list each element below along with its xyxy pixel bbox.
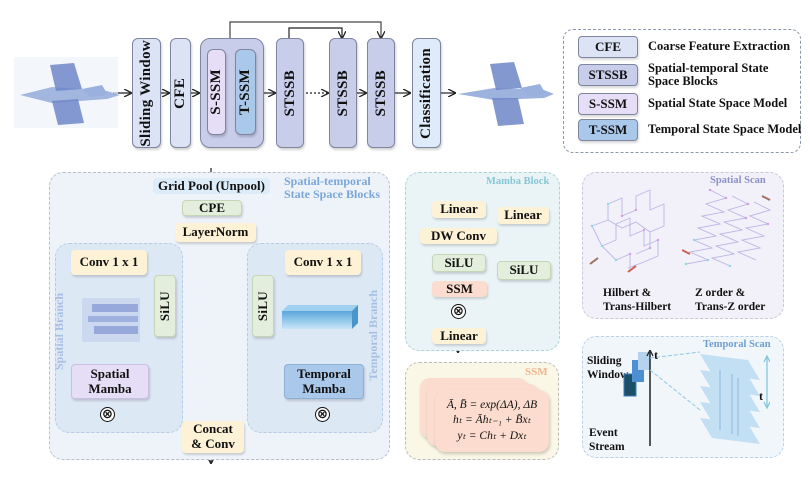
stssb-block-2[interactable]: STSSB (329, 38, 357, 148)
spatial-mamba-line1: Spatial (90, 365, 130, 381)
classification-block[interactable]: Classification (412, 38, 441, 148)
legend-label-stssb: Spatial-temporal State Space Blocks (648, 61, 769, 89)
spatial-silu-label: SiLU (156, 290, 172, 322)
legend-item-cfe: CFE Coarse Feature Extraction (578, 36, 790, 58)
legend-label-t-ssm: Temporal State Space Model (648, 122, 802, 137)
stssb-block-3[interactable]: STSSB (367, 38, 395, 148)
stssb-detail-title: Spatial-temporal State Space Blocks (284, 174, 380, 202)
hilbert-caption: Hilbert & Trans-Hilbert (603, 287, 671, 315)
mamba-silu-left-box[interactable]: SiLU (432, 254, 486, 272)
hilbert-curve-icon (589, 189, 665, 273)
legend-key-cfe: CFE (578, 36, 638, 58)
spatial-mamba-box[interactable]: Spatial Mamba (71, 364, 149, 399)
z-order-caption-line2: Trans-Z order (695, 300, 766, 313)
t-depth-label: t (759, 389, 763, 403)
stssb-3-label: STSSB (372, 69, 389, 117)
output-point-cloud-image (458, 62, 554, 126)
sliding-window-caption-line2: Window (587, 368, 629, 381)
z-order-caption: Z order & Trans-Z order (695, 287, 765, 315)
sliding-window-caption: Sliding Window (587, 355, 628, 383)
temporal-mamba-line2: Mamba (302, 380, 346, 396)
legend-label-s-ssm: Spatial State Space Model (648, 96, 788, 111)
spatial-feature-image (82, 298, 140, 342)
temporal-scan-diagram (623, 350, 770, 446)
ssm-equation-1: Ā, B̄ = exp(ΔA), ΔB (446, 398, 538, 411)
grid-pool-box[interactable]: Grid Pool (Unpool) (153, 178, 270, 194)
spatial-silu-box[interactable]: SiLU (154, 275, 176, 337)
legend-item-stssb: STSSB Spatial-temporal State Space Block… (578, 61, 788, 89)
t-axis-label: t (654, 348, 658, 362)
temporal-cuboid-icon (282, 305, 358, 329)
concat-line2: & Conv (191, 436, 235, 451)
mamba-multiply-icon: ⊗ (451, 304, 466, 319)
spatial-multiply-icon: ⊗ (100, 407, 115, 422)
legend-panel (563, 29, 801, 153)
legend-key-stssb: STSSB (578, 64, 638, 87)
ssm-panel-title: SSM (525, 366, 548, 378)
hilbert-caption-line1: Hilbert & (603, 287, 652, 299)
temporal-multiply-icon: ⊗ (315, 407, 330, 422)
layernorm-box[interactable]: LayerNorm (175, 223, 256, 242)
temporal-scan-title: Temporal Scan (703, 339, 771, 350)
stssb-title-line1: Spatial-temporal (284, 174, 371, 188)
t-ssm-label: T-SSM (237, 69, 253, 115)
stssb-1-label: STSSB (281, 69, 298, 117)
spatial-scan-title: Spatial Scan (710, 175, 766, 186)
spatial-branch-label: Spatial Branch (52, 293, 66, 371)
input-point-cloud-image (14, 57, 120, 128)
cfe-label: CFE (172, 77, 188, 109)
event-stream-caption-line1: Event (589, 427, 618, 439)
temporal-mamba-box[interactable]: Temporal Mamba (284, 364, 364, 399)
sliding-window-label: Sliding Window (138, 39, 154, 147)
stssb-2-label: STSSB (334, 69, 351, 117)
mamba-linear-out-box[interactable]: Linear (432, 328, 486, 344)
hilbert-caption-line2: Trans-Hilbert (603, 300, 672, 313)
mamba-linear-gate-box[interactable]: Linear (497, 207, 549, 224)
mamba-dwconv-box[interactable]: DW Conv (420, 228, 497, 244)
legend-item-s-ssm: S-SSM Spatial State Space Model (578, 93, 787, 115)
ssm-equation-3: yₜ = Chₜ + Dxₜ (457, 429, 527, 442)
ssm-equations-card: Ā, B̄ = exp(ΔA), ΔB hₜ = Āhₜ₋₁ + B̄xₜ yₜ… (435, 390, 549, 452)
temporal-silu-box[interactable]: SiLU (252, 275, 274, 337)
cpe-box[interactable]: CPE (182, 200, 242, 216)
cfe-block[interactable]: CFE (170, 38, 191, 148)
temporal-conv-box[interactable]: Conv 1 x 1 (285, 250, 361, 275)
temporal-mamba-line1: Temporal (297, 365, 351, 381)
first-stssb-block[interactable]: S-SSM T-SSM (200, 38, 264, 148)
spatial-conv-box[interactable]: Conv 1 x 1 (71, 250, 147, 275)
mamba-block-title: Mamba Block (486, 176, 550, 187)
mamba-silu-right-box[interactable]: SiLU (497, 261, 551, 280)
s-ssm-block[interactable]: S-SSM (207, 49, 226, 135)
legend-item-t-ssm: T-SSM Temporal State Space Model (578, 119, 801, 141)
t-ssm-block[interactable]: T-SSM (235, 49, 256, 135)
legend-label-cfe: Coarse Feature Extraction (648, 39, 791, 54)
temporal-branch-label: Temporal Branch (366, 290, 380, 381)
concat-line1: Concat (193, 421, 233, 437)
legend-key-t-ssm: T-SSM (578, 119, 638, 141)
classification-label: Classification (418, 47, 434, 139)
spatial-mamba-line2: Mamba (88, 380, 132, 396)
stssb-block-1[interactable]: STSSB (276, 38, 304, 148)
mamba-ssm-box[interactable]: SSM (432, 281, 487, 297)
event-stream-caption: Event Stream (589, 427, 625, 455)
z-order-caption-line1: Z order & (695, 287, 746, 299)
event-stream-caption-line2: Stream (589, 440, 625, 453)
ssm-equation-2: hₜ = Āhₜ₋₁ + B̄xₜ (453, 414, 531, 427)
spatial-scan-panel (582, 172, 784, 319)
concat-conv-box[interactable]: Concat & Conv (182, 421, 244, 453)
legend-key-s-ssm: S-SSM (578, 93, 638, 115)
sliding-window-block[interactable]: Sliding Window (132, 38, 161, 148)
z-order-curve-icon (682, 188, 772, 268)
sliding-window-caption-line1: Sliding (587, 355, 622, 367)
temporal-silu-label: SiLU (254, 290, 270, 322)
mamba-linear-in-box[interactable]: Linear (432, 201, 486, 218)
s-ssm-label: S-SSM (208, 69, 224, 115)
stssb-title-line2: State Space Blocks (284, 187, 380, 202)
